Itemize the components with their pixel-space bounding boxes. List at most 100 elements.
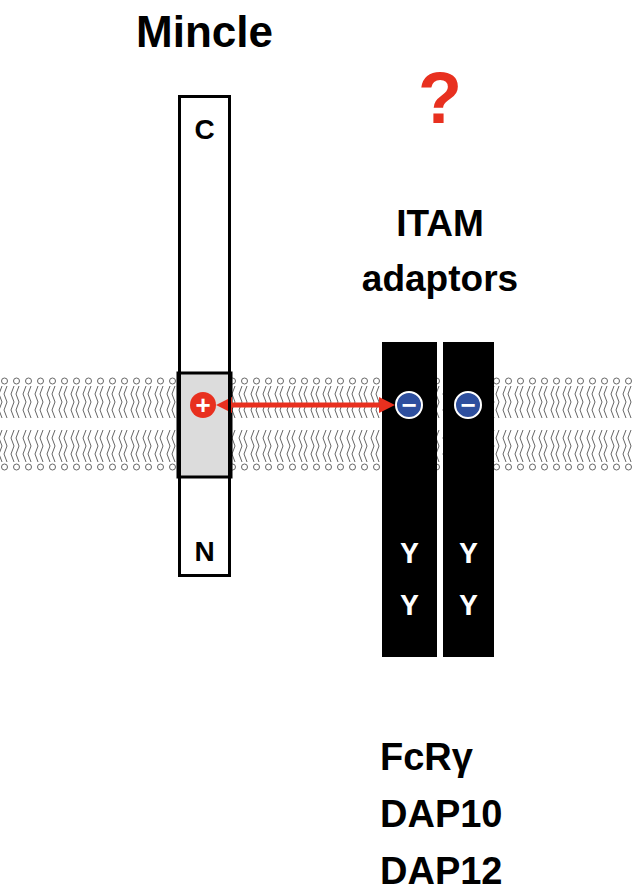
lipid-tail: [539, 430, 542, 462]
lipid-tail: [287, 386, 290, 418]
lipid-head: [554, 378, 560, 384]
lipid-tail: [568, 386, 571, 418]
lipid-tail: [88, 430, 91, 462]
lipid-head: [254, 378, 260, 384]
charge-sign: −: [456, 393, 480, 417]
lipid-tail: [592, 430, 595, 462]
lipid-tail: [28, 430, 31, 462]
lipid-head: [62, 378, 68, 384]
lipid-head: [518, 464, 524, 470]
interaction-arrow: [232, 403, 379, 408]
lipid-head: [26, 464, 32, 470]
lipid-tail: [352, 430, 355, 462]
lipid-tail: [623, 430, 626, 462]
lipid-head: [626, 464, 632, 470]
tyrosine-label: Y: [443, 592, 494, 622]
receptor-fill: [178, 95, 231, 577]
lipid-tail: [107, 386, 110, 418]
lipid-tail: [100, 386, 103, 418]
lipid-tail: [292, 386, 295, 418]
lipid-tail: [340, 386, 343, 418]
adaptor-chain: YY−: [443, 342, 494, 657]
lipid-tail: [587, 430, 590, 462]
lipid-head: [326, 464, 332, 470]
lipid-tail: [143, 430, 146, 462]
lipid-head: [506, 378, 512, 384]
lipid-tail: [95, 386, 98, 418]
lipid-tail: [532, 430, 535, 462]
lipid-head: [14, 464, 20, 470]
lipid-head: [302, 464, 308, 470]
lipid-tail: [47, 430, 50, 462]
lipid-tail: [551, 386, 554, 418]
lipid-tail: [16, 430, 19, 462]
lipid-head: [578, 378, 584, 384]
lipid-tail: [268, 430, 271, 462]
lipid-tail: [100, 430, 103, 462]
terminus-label: C: [181, 116, 228, 144]
lipid-tail: [628, 386, 631, 418]
lipid-tail: [11, 430, 14, 462]
lipid-head: [14, 378, 20, 384]
lipid-tail: [143, 386, 146, 418]
lipid-head: [350, 378, 356, 384]
lipid-tail: [23, 430, 26, 462]
lipid-head: [362, 378, 368, 384]
lipid-tail: [376, 430, 379, 462]
lipid-tail: [71, 386, 74, 418]
lipid-head: [614, 378, 620, 384]
lipid-head: [350, 464, 356, 470]
lipid-tail: [580, 430, 583, 462]
lipid-head: [626, 378, 632, 384]
lipid-tail: [335, 386, 338, 418]
lipid-tail: [556, 386, 559, 418]
lipid-head: [290, 378, 296, 384]
lipid-tail: [0, 386, 2, 418]
receptor-box: MincleCN+: [178, 95, 231, 577]
lipid-tail: [611, 386, 614, 418]
lipid-tail: [131, 430, 134, 462]
lipid-head: [50, 378, 56, 384]
lipid-tail: [52, 430, 55, 462]
tyrosine-label: Y: [382, 592, 437, 622]
lipid-head: [530, 464, 536, 470]
positive-charge: +: [190, 392, 216, 418]
lipid-tail: [515, 386, 518, 418]
lipid-tail: [148, 430, 151, 462]
lipid-head: [266, 378, 272, 384]
lipid-tail: [275, 386, 278, 418]
lipid-tail: [299, 386, 302, 418]
lipid-tail: [544, 386, 547, 418]
lipid-tail: [76, 430, 79, 462]
lipid-head: [74, 464, 80, 470]
lipid-tail: [503, 430, 506, 462]
lipid-head: [362, 464, 368, 470]
lipid-head: [566, 464, 572, 470]
lipid-head: [74, 378, 80, 384]
lipid-tail: [263, 386, 266, 418]
lipid-tail: [124, 430, 127, 462]
lipid-tail: [496, 430, 499, 462]
lipid-tail: [28, 386, 31, 418]
lipid-tail: [316, 386, 319, 418]
lipid-head: [62, 464, 68, 470]
lipid-tail: [347, 430, 350, 462]
lipid-tail: [35, 430, 38, 462]
lipid-tail: [40, 386, 43, 418]
lipid-head: [110, 464, 116, 470]
lipid-tail: [623, 386, 626, 418]
lipid-tail: [148, 386, 151, 418]
lipid-head: [146, 378, 152, 384]
lipid-head: [602, 378, 608, 384]
lipid-head: [266, 464, 272, 470]
lipid-tail: [299, 430, 302, 462]
lipid-tail: [59, 386, 62, 418]
adaptor-bar: [382, 342, 437, 657]
lipid-head: [170, 464, 176, 470]
lipid-head: [278, 378, 284, 384]
lipid-tail: [359, 386, 362, 418]
lipid-tail: [587, 386, 590, 418]
lipid-head: [590, 464, 596, 470]
